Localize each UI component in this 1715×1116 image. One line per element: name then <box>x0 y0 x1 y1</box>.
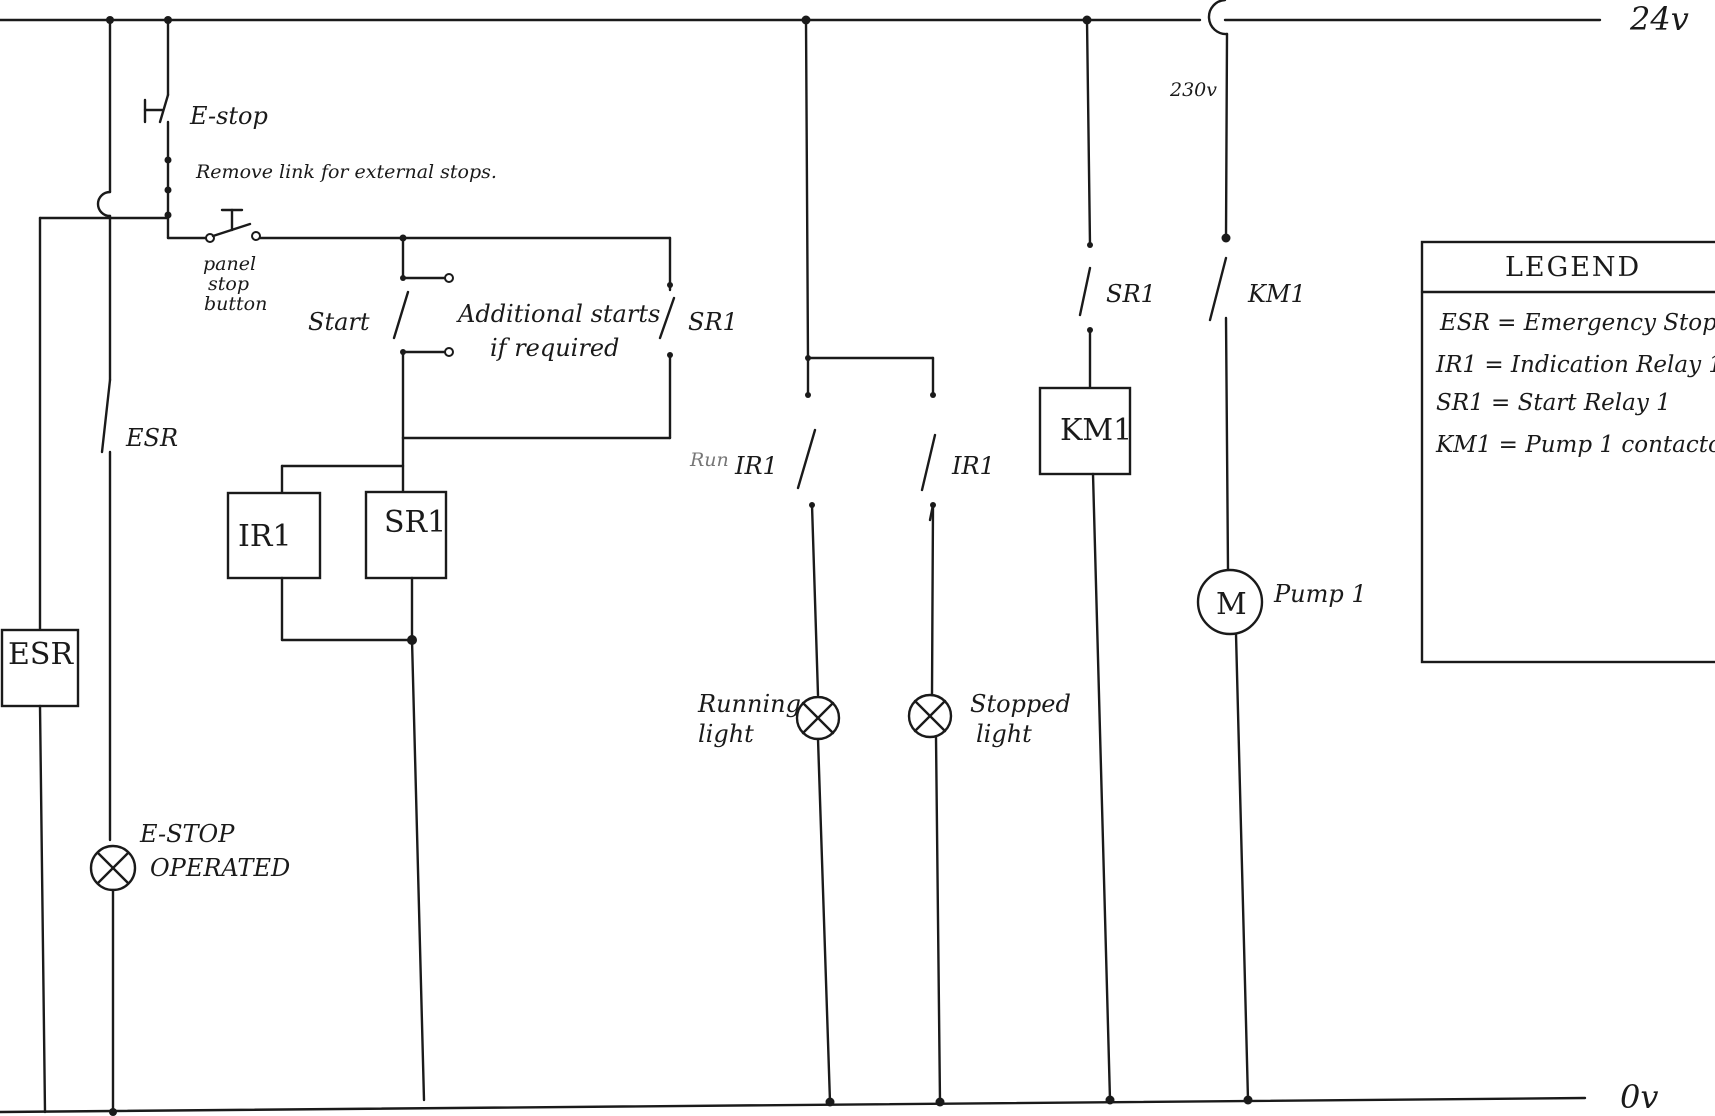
estop-switch <box>158 93 170 124</box>
stopped-light-label-2: light <box>976 720 1032 748</box>
legend-item: SR1 = Start Relay 1 <box>1436 390 1671 416</box>
start-label: Start <box>308 308 370 336</box>
esr-coil-label: ESR <box>8 637 74 672</box>
sr1-coil-label: SR1 <box>384 505 446 540</box>
ir1-coil-label: IR1 <box>238 519 292 554</box>
run-contact-scribble: Run <box>689 449 729 471</box>
esr-contact <box>100 378 112 454</box>
legend-item: IR1 = Indication Relay 1 <box>1435 352 1715 378</box>
pump-rung <box>1196 0 1264 1105</box>
additional-starts-1: Additional starts <box>456 300 660 328</box>
sr1-contact-km1-label: SR1 <box>1106 280 1156 308</box>
estop-note: Remove link for external stops. <box>195 161 497 183</box>
running-light-label-2: light <box>698 720 754 748</box>
stopped-light-label-1: Stopped <box>970 690 1071 718</box>
legend-item: KM1 = Pump 1 contactor <box>1435 432 1715 458</box>
bottom-rail-voltage: 0v <box>1620 1078 1658 1116</box>
km1-main-contact <box>1208 256 1228 322</box>
legend-box <box>1420 240 1715 664</box>
panel-stop-label-1: panel <box>203 253 256 275</box>
sr1-contact-km1 <box>1078 266 1092 317</box>
km1-rung <box>1038 15 1132 1105</box>
bottom-rail <box>0 1096 1587 1114</box>
estop-lamp-label-2: OPERATED <box>150 854 290 882</box>
lamp-rungs <box>795 15 953 1107</box>
sr1-coil <box>364 490 448 580</box>
stop-contact-label: IR1 <box>951 452 995 480</box>
panel-stop-label-2: stop <box>208 273 249 295</box>
pump-motor <box>1196 568 1264 636</box>
km1-coil-label: KM1 <box>1060 413 1132 448</box>
run-indication-contact <box>796 428 817 490</box>
km1-coil <box>1038 386 1132 476</box>
pump-label: Pump 1 <box>1273 580 1367 608</box>
start-rung <box>226 234 676 1102</box>
mains-voltage: 230v <box>1169 79 1217 101</box>
sr1-holding-contact <box>658 296 676 340</box>
sr1-holding-label: SR1 <box>688 308 738 336</box>
estop-label: E-stop <box>189 102 268 130</box>
running-light-label-1: Running <box>697 690 801 718</box>
legend-title: LEGEND <box>1505 252 1641 283</box>
esr-coil-rung <box>0 216 170 1114</box>
additional-starts-2: if required <box>490 334 619 362</box>
legend-item: ESR = Emergency Stop Relay <box>1439 310 1715 336</box>
km1-main-contact-label: KM1 <box>1247 280 1306 308</box>
estop-branch <box>143 16 672 243</box>
legend <box>1420 240 1715 664</box>
esr-coil <box>0 628 80 708</box>
estop-lamp-label-1: E-STOP <box>139 820 235 848</box>
start-button-contact <box>392 290 410 340</box>
run-contact-label: IR1 <box>734 452 778 480</box>
ir1-coil <box>226 491 322 580</box>
esr-rung <box>89 16 137 1116</box>
panel-stop-label-3: button <box>204 293 267 315</box>
esr-contact-label: ESR <box>125 424 178 452</box>
top-rail-voltage: 24v <box>1629 0 1689 38</box>
stop-indication-contact <box>920 433 937 492</box>
motor-symbol: M <box>1216 587 1247 622</box>
